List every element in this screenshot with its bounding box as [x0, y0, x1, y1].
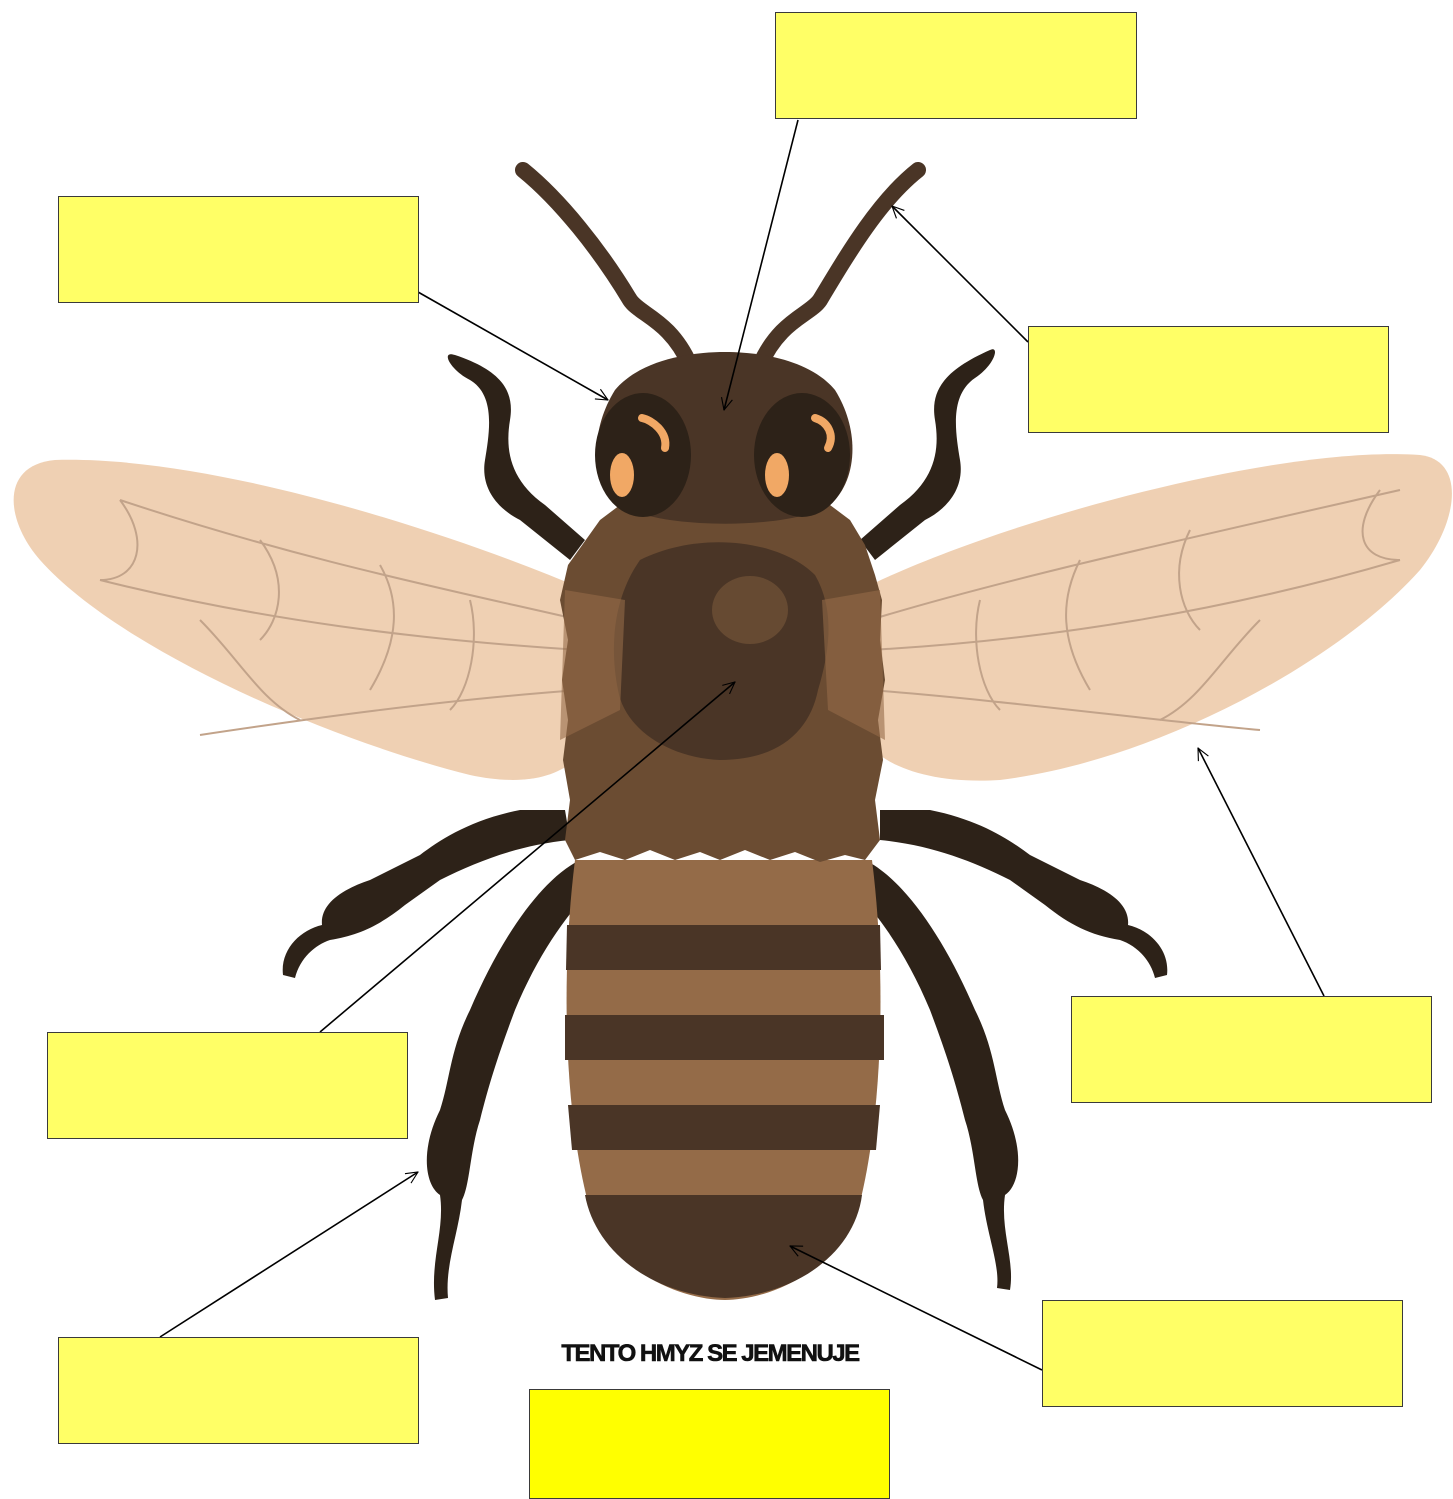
arrow-icon [160, 1172, 418, 1337]
right-antenna [760, 170, 918, 365]
antennae [523, 170, 918, 365]
arrow-icon [1198, 748, 1324, 996]
label-box-wing[interactable] [1071, 996, 1432, 1103]
left-antenna [523, 170, 690, 365]
insect-name-caption: TENTO HMYZ SE JEMENUJE [520, 1340, 900, 1368]
label-box-leg[interactable] [58, 1337, 419, 1444]
label-box-eye[interactable] [58, 196, 419, 303]
thorax [560, 500, 885, 862]
label-box-abdomen[interactable] [1042, 1300, 1403, 1407]
head [595, 352, 852, 524]
arrow-icon [418, 292, 608, 400]
label-box-thorax[interactable] [47, 1032, 408, 1139]
label-box-head[interactable] [775, 12, 1137, 119]
abdomen [565, 860, 884, 1300]
label-box-antenna[interactable] [1028, 326, 1389, 433]
insect-name-answer-box[interactable] [529, 1389, 890, 1499]
arrow-icon [892, 206, 1028, 342]
right-eye [754, 393, 850, 517]
left-eye [595, 393, 691, 517]
